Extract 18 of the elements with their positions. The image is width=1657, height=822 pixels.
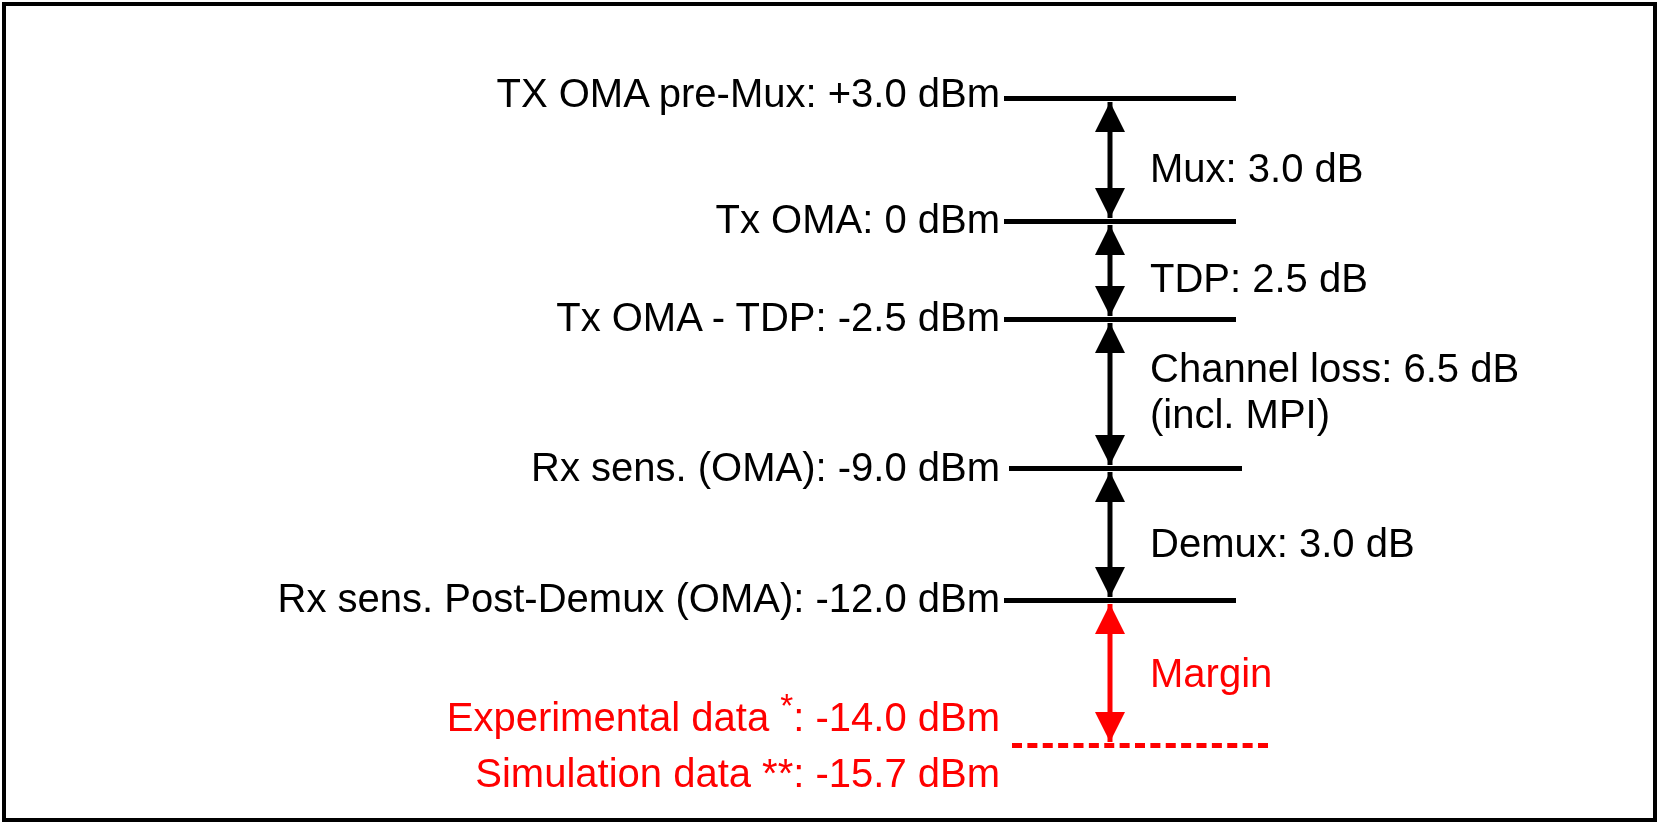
dashed-level-line [1012,743,1268,748]
level-label: Simulation data **: -15.7 dBm [475,750,1000,796]
double-arrow [1095,472,1125,597]
edge-label: Demux: 3.0 dB [1150,520,1415,566]
double-arrow [1095,323,1125,465]
level-label: Tx OMA - TDP: -2.5 dBm [556,294,1000,340]
edge-label: Mux: 3.0 dB [1150,145,1364,191]
edge-label: Margin [1150,650,1273,696]
double-arrow [1095,102,1125,218]
double-arrow [1095,604,1125,742]
double-arrow [1095,225,1125,316]
edge-label: TDP: 2.5 dB [1150,255,1368,301]
level-label: Experimental data $^{*}$: -14.0 dBm [446,686,1000,741]
level-label: TX OMA pre-Mux: +3.0 dBm [496,70,1000,116]
level-label: Rx sens. Post-Demux (OMA): -12.0 dBm [277,575,1000,621]
level-label: Tx OMA: 0 dBm [715,196,1000,242]
level-label: Rx sens. (OMA): -9.0 dBm [531,444,1000,490]
edge-label: Channel loss: 6.5 dB (incl. MPI) [1150,345,1521,437]
